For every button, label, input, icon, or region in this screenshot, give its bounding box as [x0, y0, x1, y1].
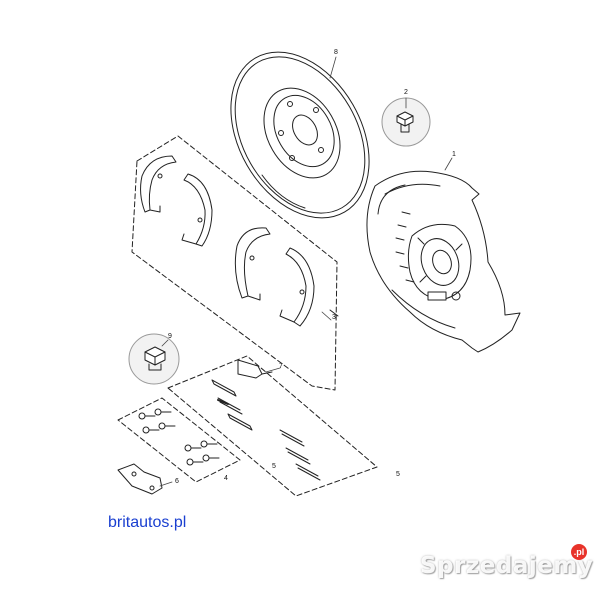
callout-5-pointer: 5	[272, 463, 276, 470]
disc-bolt	[381, 97, 431, 147]
callout-8: 8	[334, 49, 338, 56]
site-link[interactable]: britautos.pl	[108, 514, 187, 531]
callout-3: 3	[332, 314, 336, 321]
callout-4: 4	[224, 475, 228, 482]
callout-9: 9	[168, 333, 172, 340]
watermark-text: Sprzedajemy	[420, 553, 594, 579]
retaining-clip	[237, 359, 273, 379]
shoe-lever	[117, 463, 163, 495]
brake-disc	[230, 51, 370, 219]
callout-7: 7	[279, 363, 283, 370]
backing-plate	[366, 170, 521, 353]
bolt-set	[117, 397, 241, 483]
brake-shoe-kit	[131, 135, 339, 391]
callout-1: 1	[452, 151, 456, 158]
callout-5: 5	[396, 471, 400, 478]
callout-2: 2	[404, 89, 408, 96]
adjuster-nut	[128, 333, 180, 385]
hardware-kit	[167, 355, 378, 497]
watermark-badge: .pl	[571, 544, 587, 560]
callout-6: 6	[175, 478, 179, 485]
callout-leaders	[159, 56, 453, 487]
